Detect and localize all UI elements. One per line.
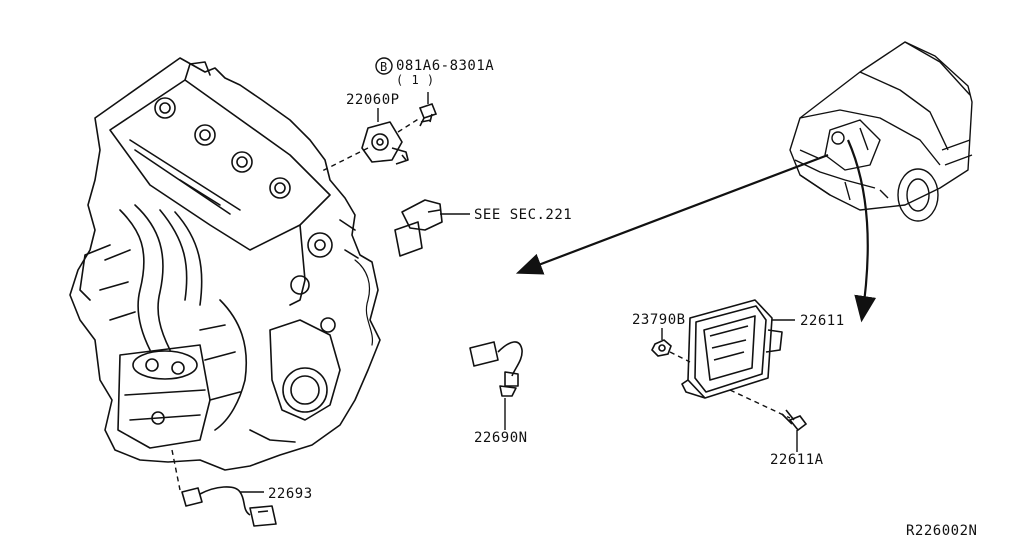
leader-lines: [171, 92, 877, 493]
cam-sensor-drawing: [394, 199, 443, 257]
bolt-part-number: 081A6-8301A: [396, 58, 495, 74]
bolt-type-circle: [375, 57, 393, 75]
o2-sensor-rear-part-number: 22693: [268, 486, 313, 502]
bolt-quantity: ( 1 ): [396, 73, 435, 87]
knock-sensor-drawing: [361, 121, 409, 165]
ecm-part-number: 22611: [800, 313, 845, 329]
knock-sensor-part-number: 22060P: [346, 92, 400, 108]
ecm-nut-drawing: [651, 339, 672, 357]
ecm-bolt-part-number: 22611A: [770, 452, 824, 468]
diagram-code: R226002N: [906, 523, 978, 539]
o2-sensor-rear-drawing: [181, 486, 277, 527]
ecm-drawing: [681, 299, 783, 399]
ecm-bolt-drawing: [781, 409, 808, 432]
bolt-type-label: B: [380, 60, 388, 74]
vehicle-drawing: [789, 41, 973, 222]
o2-sensor-front-part-number: 22690N: [474, 430, 528, 446]
cam-sensor-reference: SEE SEC.221: [474, 207, 573, 223]
knock-sensor-bolt-drawing: [418, 103, 438, 127]
o2-sensor-front-drawing: [469, 341, 523, 397]
ecm-nut-part-number: 23790B: [632, 312, 686, 328]
engine-assembly: [69, 57, 381, 471]
